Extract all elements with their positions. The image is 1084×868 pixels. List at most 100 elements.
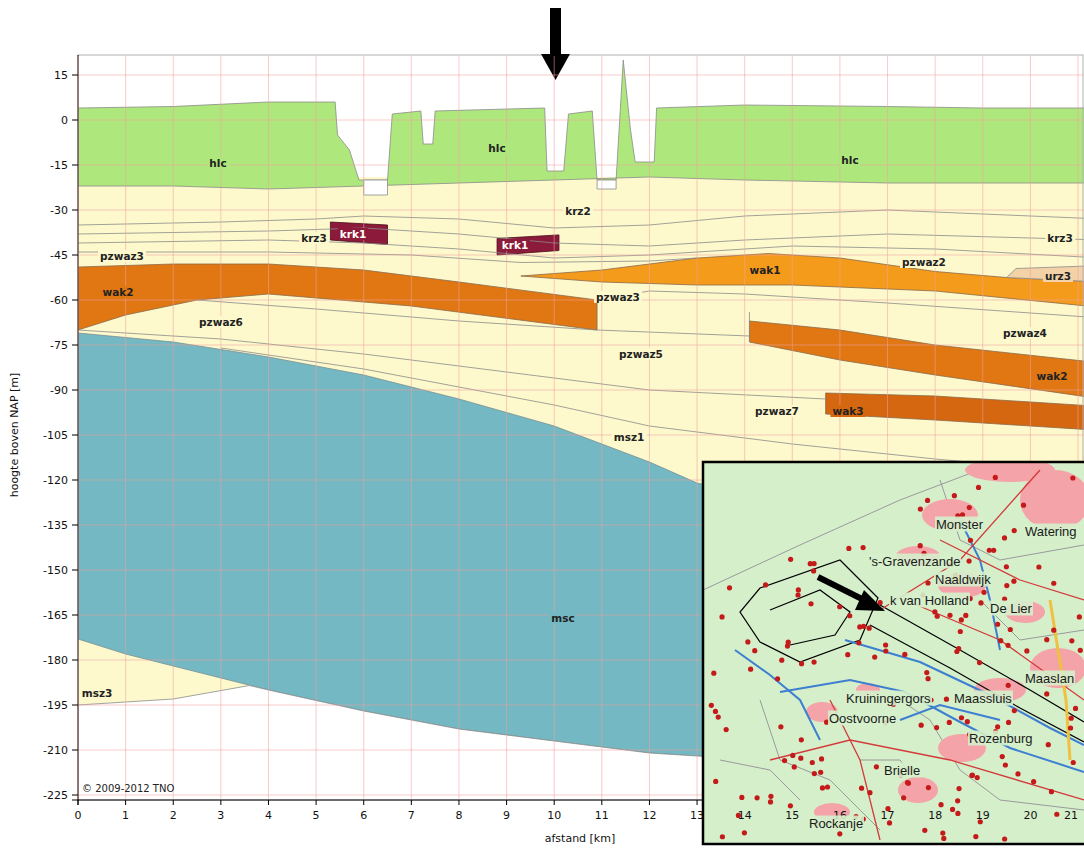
map-ground — [703, 462, 1084, 844]
tick-mark — [78, 800, 79, 805]
axis-tick-label: 15 — [54, 69, 68, 82]
borehole-dot — [811, 660, 816, 665]
axis-tick-label: 18 — [928, 809, 942, 822]
axis-tick-label: -45 — [50, 249, 68, 262]
clay-lens — [78, 264, 597, 330]
borehole-dot — [867, 790, 872, 795]
layer-label: urz3 — [1043, 270, 1073, 282]
borehole-dot — [1044, 637, 1049, 642]
borehole-dot — [1078, 648, 1083, 653]
layer-label: pzwaz2 — [900, 256, 948, 268]
borehole-dot — [976, 485, 981, 490]
layer-label: hlc — [486, 142, 507, 154]
borehole-dot — [998, 638, 1003, 643]
axis-tick-label: 20 — [1023, 809, 1037, 822]
borehole-dot — [748, 667, 753, 672]
borehole-dot — [1069, 638, 1074, 643]
borehole-dot — [768, 794, 773, 799]
borehole-dot — [954, 649, 959, 654]
tick-mark — [72, 525, 78, 526]
axis-tick-label: 7 — [408, 809, 415, 822]
borehole-dot — [785, 643, 790, 648]
tick-mark — [72, 435, 78, 436]
borehole-dot — [768, 799, 773, 804]
borehole-dot — [796, 587, 801, 592]
borehole-dot — [859, 786, 864, 791]
borehole-dot — [1051, 581, 1056, 586]
borehole-dot — [1069, 716, 1074, 721]
axis-tick-label: 6 — [360, 809, 367, 822]
grid-line — [268, 56, 269, 799]
borehole-dot — [1044, 691, 1049, 696]
sand-lens — [1007, 266, 1084, 283]
axis-tick-label: -30 — [50, 204, 68, 217]
borehole-dot — [955, 811, 960, 816]
axis-tick-label: -60 — [50, 294, 68, 307]
borehole-dot — [958, 629, 963, 634]
layer-label: krk1 — [500, 239, 530, 251]
borehole-dot — [1012, 528, 1017, 533]
place-name: Oostvoorne — [828, 711, 897, 726]
tick-mark — [554, 800, 555, 805]
borehole-dot — [1070, 475, 1075, 480]
tick-mark — [506, 800, 507, 805]
place-name: 's-Gravenzande — [868, 554, 961, 569]
borehole-dot — [808, 561, 813, 566]
tick-mark — [72, 660, 78, 661]
borehole-dot — [1006, 683, 1011, 688]
borehole-dot — [959, 715, 964, 720]
borehole-dot — [798, 756, 803, 761]
borehole-dot — [940, 831, 945, 836]
layer-label: wak2 — [1034, 370, 1069, 382]
borehole-dot — [963, 613, 968, 618]
tick-mark — [458, 800, 459, 805]
borehole-dot — [966, 558, 971, 563]
borehole-dot — [754, 795, 759, 800]
borehole-dot — [727, 585, 732, 590]
borehole-dot — [922, 828, 927, 833]
tick-mark — [697, 800, 698, 805]
place-name: Naaldwijk — [934, 572, 992, 587]
layer-label: wak2 — [100, 286, 135, 298]
borehole-dot — [947, 720, 952, 725]
borehole-dot — [775, 676, 780, 681]
layer-label: pzwaz3 — [594, 291, 642, 303]
roads — [770, 470, 1084, 840]
borehole-dot — [969, 773, 974, 778]
borehole-dot — [867, 626, 872, 631]
grid-line — [601, 56, 602, 799]
borehole-dot — [808, 601, 813, 606]
borehole-dot — [955, 798, 960, 803]
borehole-dot — [925, 580, 930, 585]
axis-tick-label: 19 — [976, 809, 990, 822]
axis-tick-label: -75 — [50, 339, 68, 352]
borehole-dot — [883, 648, 888, 653]
axis-title: afstand [km] — [545, 832, 616, 845]
borehole-dot — [812, 771, 817, 776]
tick-mark — [72, 210, 78, 211]
borehole-dot — [1071, 760, 1076, 765]
layer-label: wak1 — [747, 264, 782, 276]
borehole-dot — [947, 613, 952, 618]
place-name: Rockanje — [808, 816, 864, 831]
borehole-dot — [901, 795, 906, 800]
axis-tick-label: 17 — [881, 809, 895, 822]
borehole-dot — [938, 802, 943, 807]
borehole-dot — [956, 786, 961, 791]
grid-line — [79, 75, 1084, 76]
borehole-dot — [745, 639, 750, 644]
borehole-dot — [906, 781, 911, 786]
grid-line — [79, 165, 1084, 166]
borehole-dot — [973, 834, 978, 839]
place-name: Brielle — [883, 763, 921, 778]
axis-tick-label: -90 — [50, 384, 68, 397]
borehole-dot — [919, 723, 924, 728]
grid-line — [78, 56, 79, 799]
borehole-dot — [1005, 643, 1010, 648]
tick-mark — [72, 390, 78, 391]
axis-tick-label: 13 — [690, 809, 704, 822]
tick-mark — [72, 615, 78, 616]
tick-mark — [72, 705, 78, 706]
grid-line — [363, 56, 364, 799]
